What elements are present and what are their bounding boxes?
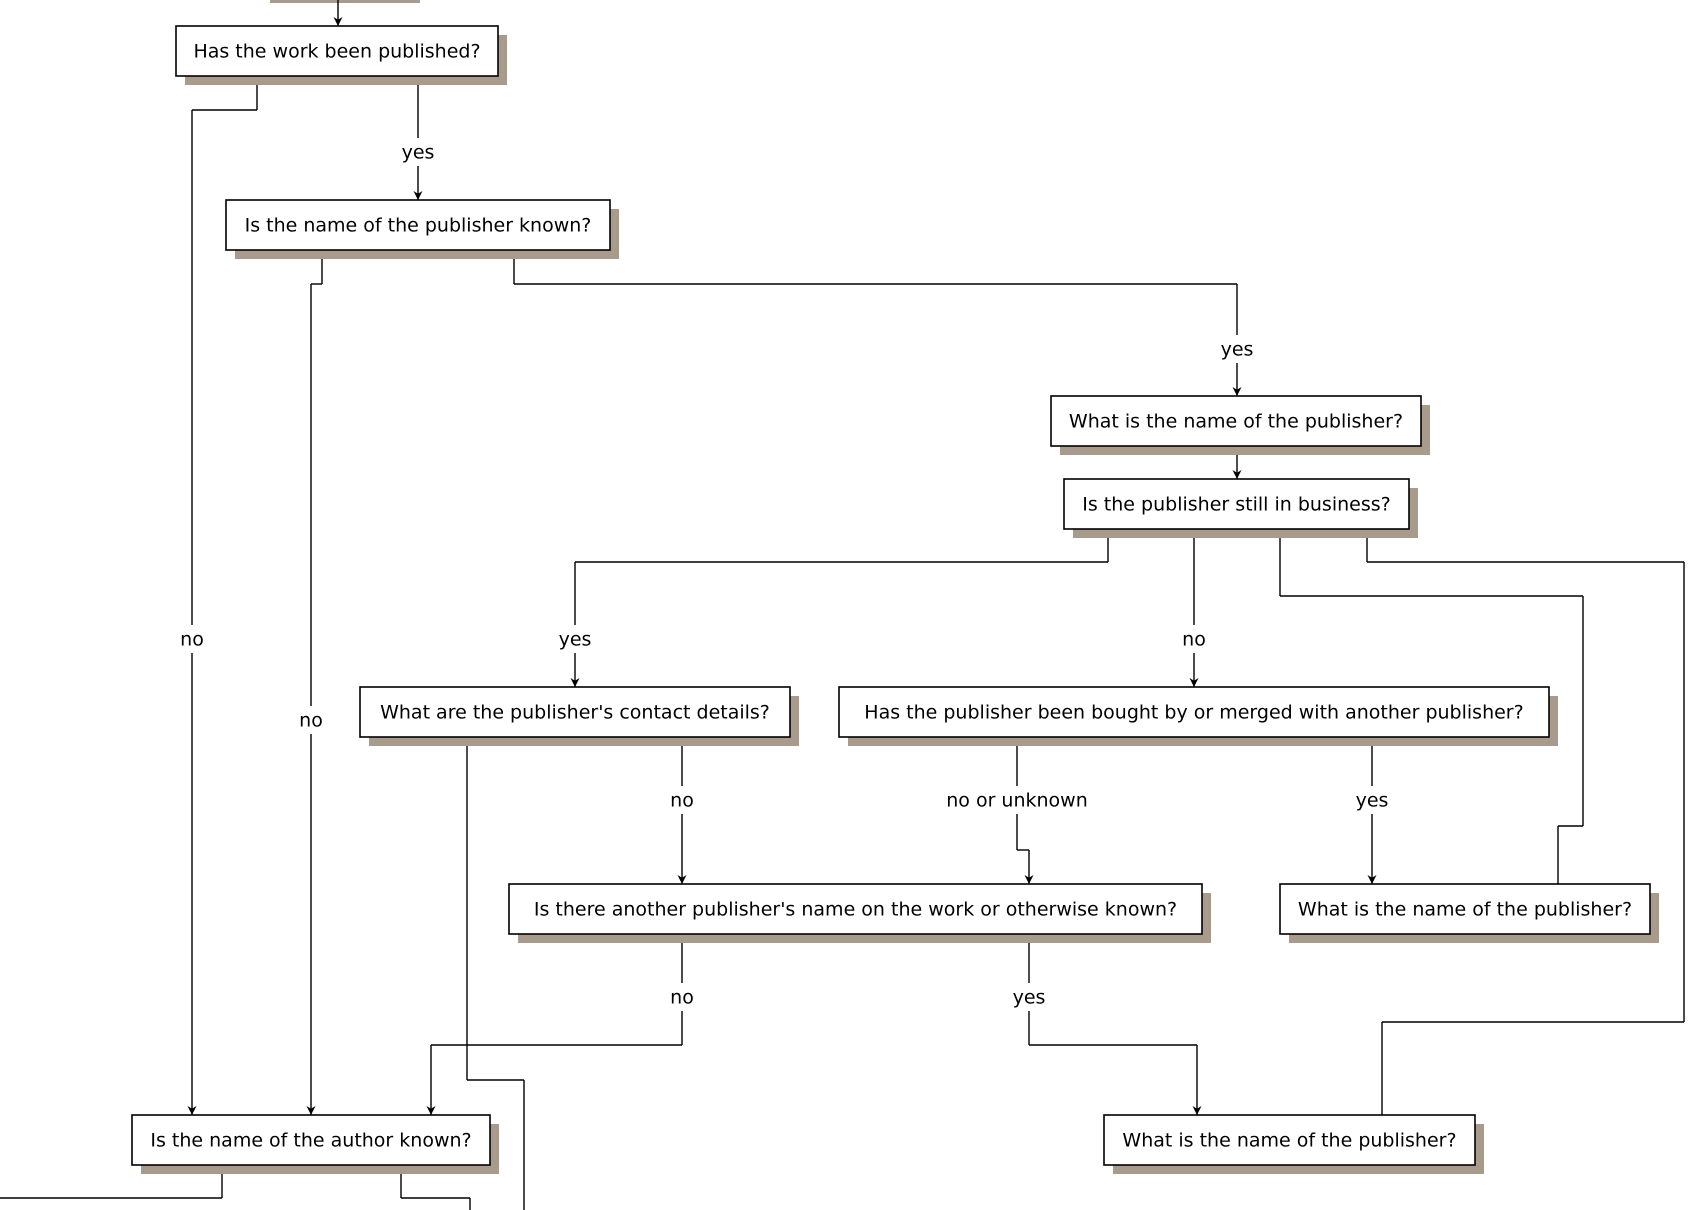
edge-label-contact-no-bg [660,786,704,814]
edge-label-business-yes: yes [559,629,592,651]
node-q-still-in-business: Is the publisher still in business? [1063,478,1418,538]
node-box [838,686,1550,738]
edge-label-published-yes: yes [402,142,435,164]
edge-label-publisher-known-no: no [299,710,323,732]
edge-label-business-no: no [1182,629,1206,651]
node-label: Has the publisher been bought by or merg… [864,702,1523,724]
edge-label-publisher-known-no-bg [289,706,333,734]
node-q-publisher-known: Is the name of the publisher known? [225,199,619,259]
edge-label-another-yes-bg [1007,983,1051,1011]
node-label: Is the name of the author known? [150,1130,471,1152]
node-label: What are the publisher's contact details… [380,702,770,724]
edge-label-merged-no-unknown: no or unknown [946,790,1088,812]
node-q-another-publisher: Is there another publisher's name on the… [508,883,1211,943]
edge-name2-back-to-business [1275,529,1584,884]
node-label: What is the name of the publisher? [1298,899,1632,921]
node-box [175,25,499,77]
node-label: Is the name of the publisher known? [245,215,592,237]
edge-publisher-known-no [306,250,323,1115]
edge-label-business-no-bg [1172,625,1216,653]
node-q-bought-merged: Has the publisher been bought by or merg… [838,686,1558,746]
edge-name3-back-to-business [1362,529,1685,1115]
previous-box-shadow [270,0,420,3]
edge-publisher-known-yes [513,250,1242,396]
edge-label-published-no-bg [170,625,214,653]
node-box [1103,1114,1476,1166]
edge-label-another-yes: yes [1013,987,1046,1009]
node-label: What is the name of the publisher? [1069,411,1403,433]
edge-business-yes [570,529,1109,687]
node-box [1050,395,1422,447]
node-q-published: Has the work been published? [175,25,507,85]
edge-label-merged-yes: yes [1356,790,1389,812]
edge-label-business-yes-bg [553,625,597,653]
node-box [359,686,791,738]
node-label: What is the name of the publisher? [1122,1130,1456,1152]
node-box [1063,478,1410,530]
edge-label-published-yes-bg [396,138,440,166]
edge-labels: no yes no yes yes no no no or unknown yes no yes [170,138,1394,1011]
edge-label-publisher-known-yes: yes [1221,339,1254,361]
edge-label-merged-yes-bg [1350,786,1394,814]
edge-another-no [426,934,683,1115]
node-q-publisher-name-3: What is the name of the publisher? [1103,1114,1484,1174]
node-q-publisher-name-1: What is the name of the publisher? [1050,395,1430,455]
node-q-author-known: Is the name of the author known? [131,1114,499,1174]
edge-another-yes [1028,934,1202,1115]
edge-label-merged-no-unknown-bg [942,786,1092,814]
node-label: Is the publisher still in business? [1082,494,1390,516]
edge-label-contact-no: no [670,790,694,812]
edge-contact-offpage [466,737,525,1210]
node-box [1279,883,1651,935]
node-label: Has the work been published? [193,41,480,63]
node-box [131,1114,491,1166]
edge-label-publisher-known-yes-bg [1215,335,1259,363]
nodes: Has the work been published? Is the name … [131,25,1659,1174]
edge-label-another-no: no [670,987,694,1009]
node-q-publisher-name-2: What is the name of the publisher? [1279,883,1659,943]
node-label: Is there another publisher's name on the… [534,899,1177,921]
node-box [508,883,1203,935]
node-box [225,199,611,251]
edge-label-published-no: no [180,629,204,651]
node-q-contact-details: What are the publisher's contact details… [359,686,799,746]
edge-label-another-no-bg [660,983,704,1011]
